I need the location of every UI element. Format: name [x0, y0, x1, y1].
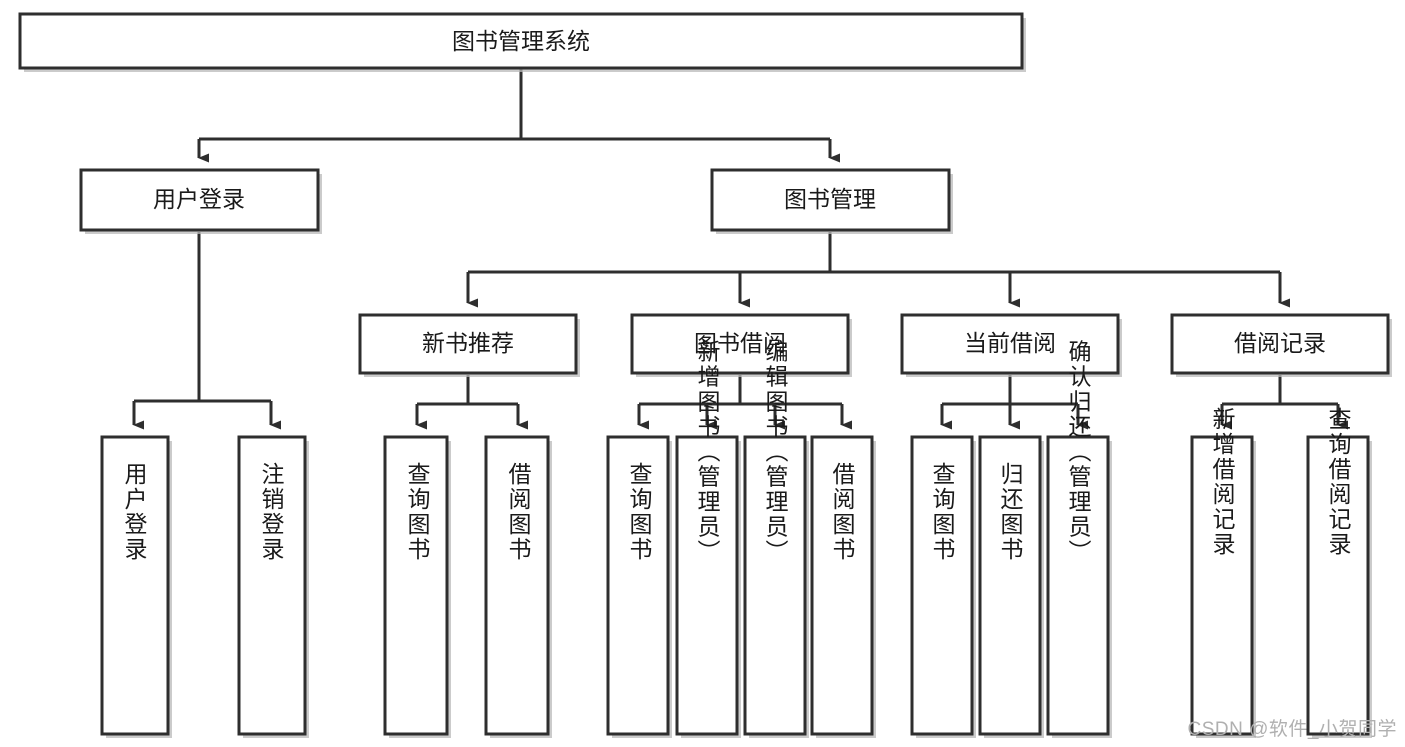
node-new-book-recommend[interactable]: 新书推荐	[358, 313, 580, 377]
connector-group-user-login	[132, 232, 281, 430]
node-leaf-add-record-label: 新增借阅记录	[1209, 407, 1236, 557]
node-leaf-query-record[interactable]: 查询借阅记录	[1306, 407, 1372, 738]
node-leaf-logout-login[interactable]: 注销登录	[237, 435, 309, 738]
connector-group-borrow-record	[1220, 375, 1348, 430]
node-leaf-edit-book[interactable]: 编辑图书（管理员）	[743, 340, 809, 739]
node-leaf-borrow-book-1-label: 借阅图书	[505, 462, 532, 562]
node-user-login[interactable]: 用户登录	[79, 168, 322, 234]
node-leaf-query-book-3[interactable]: 查询图书	[910, 435, 976, 738]
node-borrow-record[interactable]: 借阅记录	[1170, 313, 1392, 377]
node-leaf-confirm-return-label: 确认归还（管理员）	[1065, 340, 1092, 565]
node-user-login-label: 用户登录	[153, 186, 245, 212]
node-leaf-add-book[interactable]: 新增图书（管理员）	[675, 340, 741, 739]
node-book-management[interactable]: 图书管理	[710, 168, 953, 234]
connector-group-current-borrow	[940, 375, 1088, 430]
node-root-label: 图书管理系统	[452, 28, 590, 54]
node-leaf-confirm-return[interactable]: 确认归还（管理员）	[1046, 340, 1112, 739]
node-leaf-add-record[interactable]: 新增借阅记录	[1190, 407, 1256, 738]
node-leaf-logout-login-label: 注销登录	[258, 462, 285, 562]
node-root[interactable]: 图书管理系统	[18, 12, 1026, 72]
connector-group-book-management	[466, 232, 1290, 308]
node-borrow-record-label: 借阅记录	[1234, 330, 1326, 356]
connector-group-new-book-recommend	[415, 375, 528, 430]
node-current-borrow[interactable]: 当前借阅	[900, 313, 1122, 377]
node-leaf-borrow-book-2-label: 借阅图书	[829, 462, 856, 562]
node-leaf-borrow-book-1[interactable]: 借阅图书	[484, 435, 552, 738]
connector-group-book-borrow	[637, 375, 852, 430]
node-leaf-user-login[interactable]: 用户登录	[100, 435, 172, 738]
node-leaf-add-book-label: 新增图书（管理员）	[694, 340, 721, 565]
node-leaf-query-book-1-label: 查询图书	[404, 462, 431, 562]
node-leaf-query-book-3-label: 查询图书	[929, 462, 956, 562]
node-book-management-label: 图书管理	[784, 186, 876, 212]
node-leaf-query-book-2-label: 查询图书	[626, 462, 653, 562]
node-leaf-return-book[interactable]: 归还图书	[978, 435, 1044, 738]
node-new-book-recommend-label: 新书推荐	[422, 330, 514, 356]
node-leaf-query-record-label: 查询借阅记录	[1325, 407, 1352, 557]
node-leaf-query-book-2[interactable]: 查询图书	[606, 435, 672, 738]
node-current-borrow-label: 当前借阅	[964, 330, 1056, 356]
node-leaf-edit-book-label: 编辑图书（管理员）	[762, 340, 789, 565]
csdn-watermark: CSDN @软件_小贺同学	[1187, 719, 1397, 740]
node-leaf-user-login-label: 用户登录	[121, 462, 148, 562]
node-leaf-return-book-label: 归还图书	[997, 462, 1024, 562]
node-book-borrow[interactable]: 图书借阅	[630, 313, 852, 377]
node-leaf-query-book-1[interactable]: 查询图书	[383, 435, 451, 738]
connector-group-root	[197, 68, 840, 163]
node-book-borrow-label: 图书借阅	[694, 330, 786, 356]
node-leaf-borrow-book-2[interactable]: 借阅图书	[810, 435, 876, 738]
